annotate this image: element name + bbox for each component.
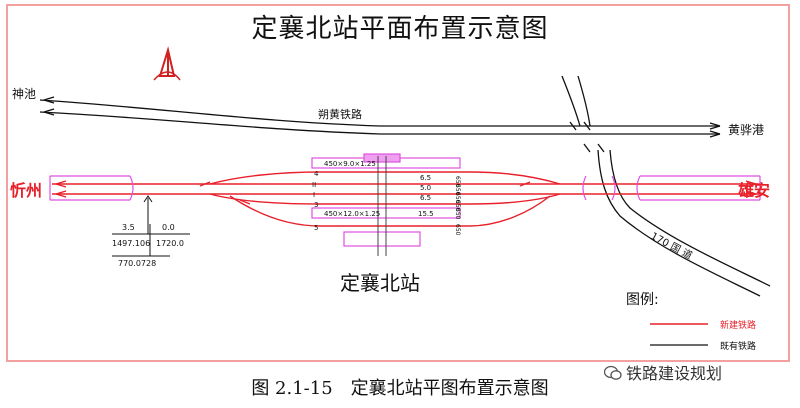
figure-caption-text: 定襄北站平图布置示意图 [350,378,549,399]
track-mark: 650 [454,208,461,220]
track-spacings: 6.5 5.0 6.5 15.5 [418,174,434,218]
track-number: 3 [314,201,318,209]
platform-upper-label: 450×9.0×1.25 [324,160,376,168]
diagram-title: 定襄北站平面布置示意图 [251,14,549,44]
track-spacing: 5.0 [420,184,431,192]
platform-lower-label: 450×12.0×1.25 [324,210,380,218]
track-marks: 650 650 650 650 650 650 [454,176,461,236]
track-mark: 650 [454,192,461,204]
station-name: 定襄北站 [340,271,420,295]
legend-new-rail-label: 新建铁路 [720,319,756,331]
figure-number: 图 2.1-15 [251,378,333,399]
track-mark: 650 [454,224,461,236]
track-numbers: 4 II I 3 5 [312,170,319,232]
figure-caption: 图 2.1-15 定襄北站平图布置示意图 [0,374,800,400]
track-number: II [312,181,316,189]
line-end-brackets [49,175,761,201]
xinzhou-label: 忻州 [10,181,42,200]
grade-right: 0.0 [162,223,175,232]
legend-title: 图例: [626,292,659,308]
shuohuang-railway [39,75,771,297]
track-spacing: 6.5 [420,194,431,202]
shenchi-label: 神池 [12,87,36,101]
new-station-tracks [52,171,760,227]
track-mark: 650 [454,184,461,196]
track-spacing: 6.5 [420,174,431,182]
length-left: 1497.106 [112,239,150,248]
elevation-profile [112,195,190,257]
length-right: 1720.0 [156,239,184,248]
mileage: 770.0728 [118,259,156,268]
legend-existing-rail-label: 既有铁路 [720,340,756,352]
legend: 图例: 新建铁路 既有铁路 [626,292,756,352]
track-number: 5 [314,224,318,232]
watermark: 铁路建设规划 [603,360,794,384]
diagram-frame [6,4,790,362]
shuohuang-label: 朔黄铁路 [318,107,362,121]
elevation-labels: 3.5 0.0 1497.106 1720.0 770.0728 [112,223,184,268]
station-building [343,231,421,247]
footbridge [363,153,401,163]
wechat-icon [603,365,622,381]
platforms [311,153,461,256]
track-number: 4 [314,170,319,178]
grade-left: 3.5 [122,223,135,232]
huanghua-port-label: 黄骅港 [728,123,764,137]
track-mark: 650 [454,176,461,188]
track-mark: 650 [454,200,461,212]
track-number: I [313,191,315,199]
track-spacing: 15.5 [418,210,434,218]
watermark-text: 铁路建设规划 [626,364,723,383]
north-arrow-icon [153,46,181,81]
xiongan-label: 雄安 [737,181,770,200]
